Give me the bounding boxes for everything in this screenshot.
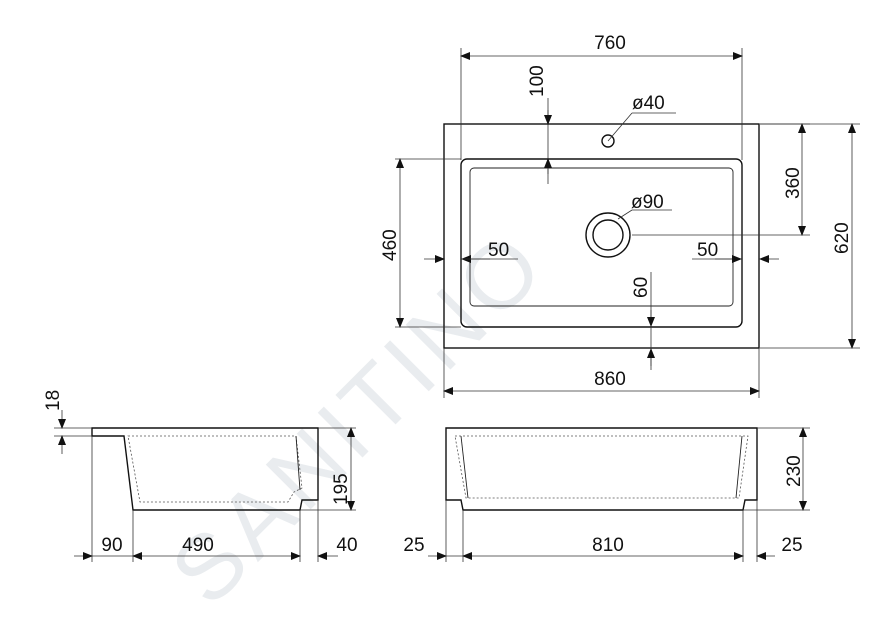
dim-drain-hole: ø90 (631, 192, 664, 213)
dim-100: 100 (527, 65, 548, 97)
top-view-basin-bottom (469, 167, 734, 307)
dim-60: 60 (631, 277, 652, 298)
dim-860: 860 (594, 369, 626, 390)
dim-810: 810 (592, 535, 624, 556)
top-view-inner-rim (460, 158, 743, 328)
dim-490: 490 (182, 535, 214, 556)
dim-360: 360 (783, 167, 804, 199)
dim-40: 40 (336, 535, 357, 556)
dim-620: 620 (832, 222, 853, 254)
dim-195: 195 (331, 473, 352, 505)
dim-18: 18 (43, 390, 64, 411)
front-view: 230 25 810 25 (403, 427, 810, 562)
watermark: SANITINO (152, 211, 565, 624)
top-view-outer-outline (443, 123, 760, 349)
dim-90: 90 (101, 535, 122, 556)
drain-hole-inner (592, 219, 624, 251)
front-view-inner (454, 435, 749, 499)
dim-25-left: 25 (403, 535, 424, 556)
drain-hole-outer (585, 212, 631, 258)
top-view: 760 100 ø40 ø90 460 50 50 360 (380, 33, 860, 398)
dim-460: 460 (380, 229, 401, 261)
side-view: 18 195 90 490 40 (43, 390, 358, 562)
tap-hole (601, 134, 615, 148)
dim-230: 230 (784, 455, 805, 487)
dim-tap-hole: ø40 (632, 93, 665, 114)
dim-50-left: 50 (488, 240, 509, 261)
dim-50-right: 50 (697, 240, 718, 261)
dim-760: 760 (594, 33, 626, 54)
dim-25-right: 25 (781, 535, 802, 556)
